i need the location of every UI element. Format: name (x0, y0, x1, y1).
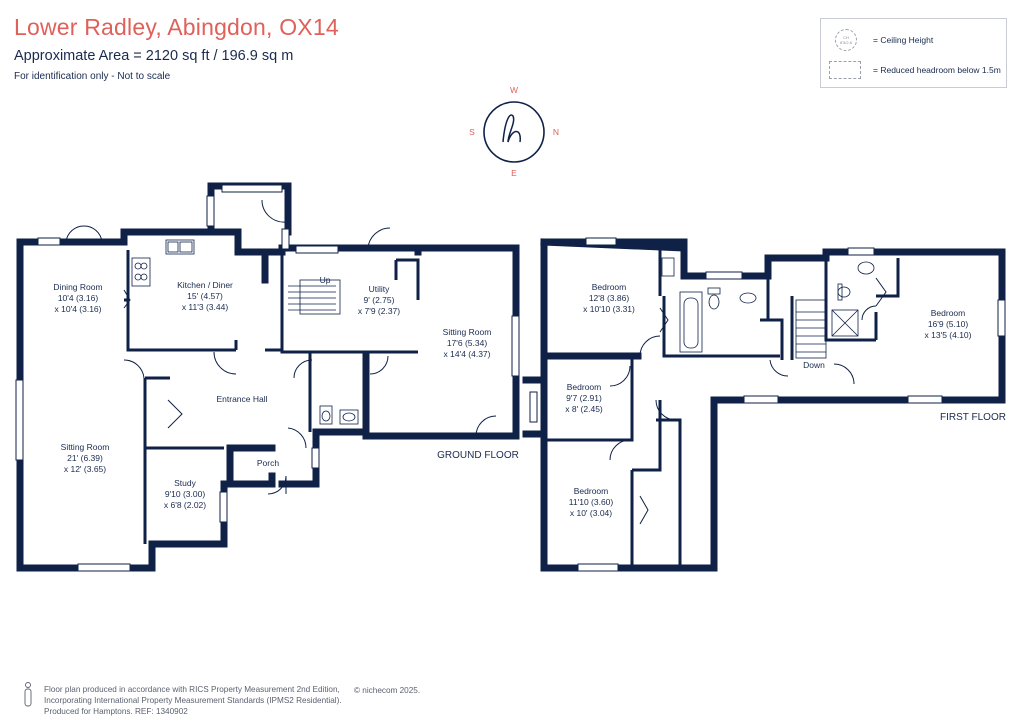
legend-reduced-label: = Reduced headroom below 1.5m (873, 65, 1001, 75)
room-hall-name: Entrance Hall (216, 394, 267, 404)
room-kitchen-name: Kitchen / Diner (177, 280, 233, 290)
first-floor-label: FIRST FLOOR (940, 412, 1006, 423)
room-kitchen-dim1: 15' (4.57) (187, 291, 223, 301)
identification-note: For identification only - Not to scale (14, 71, 171, 82)
room-porch-name: Porch (257, 458, 279, 468)
room-sitting-right-name: Sitting Room (443, 327, 492, 337)
footer-line-1: Floor plan produced in accordance with R… (44, 685, 340, 694)
footer-notes: Floor plan produced in accordance with R… (44, 684, 342, 717)
room-bed1-dim1: 12'8 (3.86) (589, 293, 630, 303)
room-bed2-dim1: 16'9 (5.10) (928, 319, 969, 329)
ground-floor-fixtures (131, 239, 359, 425)
reduced-headroom-icon (829, 61, 861, 79)
footer-line-2: Incorporating International Property Mea… (44, 696, 342, 705)
footer-credit: © nichecom 2025. (354, 686, 421, 695)
ground-floor-walls (16, 182, 520, 572)
room-bed4-dim1: 11'10 (3.60) (569, 497, 614, 507)
legend-reduced-row: = Reduced headroom below 1.5m (829, 61, 1001, 79)
approximate-area: Approximate Area = 2120 sq ft / 196.9 sq… (14, 48, 294, 64)
first-floor-fixtures (661, 257, 875, 359)
room-study-dim2: x 6'8 (2.02) (164, 500, 206, 510)
first-floor-walls (522, 238, 1006, 572)
room-dining-dim2: x 10'4 (3.16) (55, 304, 102, 314)
page-title: Lower Radley, Abingdon, OX14 (14, 14, 339, 40)
room-bed4-name: Bedroom (574, 486, 609, 496)
room-bed2-name: Bedroom (931, 308, 966, 318)
room-bed3-dim2: x 8' (2.45) (565, 404, 603, 414)
room-bed2-dim2: x 13'5 (4.10) (925, 330, 972, 340)
stairs-down-label: Down (803, 360, 825, 370)
person-scale-icon (24, 682, 32, 707)
compass-n: N (553, 127, 559, 137)
room-kitchen-dim2: x 11'3 (3.44) (182, 302, 229, 312)
compass-s: S (469, 127, 475, 137)
room-bed3-name: Bedroom (567, 382, 602, 392)
room-sitting-right-dim2: x 14'4 (4.37) (444, 349, 491, 359)
legend-ceiling-label: = Ceiling Height (873, 35, 934, 45)
room-sitting-left-dim1: 21' (6.39) (67, 453, 103, 463)
compass-w: W (510, 85, 518, 95)
first-floor-doors (609, 277, 887, 525)
room-sitting-left-name: Sitting Room (61, 442, 110, 452)
first-floor-labels: Bedroom 12'8 (3.86) x 10'10 (3.31) Bedro… (565, 282, 1006, 518)
stairs-up-label: Up (320, 275, 331, 285)
room-utility-dim2: x 7'9 (2.37) (358, 306, 400, 316)
compass-e: E (511, 168, 517, 178)
ground-floor-windows (15, 184, 520, 572)
room-sitting-right-dim1: 17'6 (5.34) (447, 338, 488, 348)
room-dining-name: Dining Room (53, 282, 102, 292)
room-bed1-name: Bedroom (592, 282, 627, 292)
room-study-dim1: 9'10 (3.00) (165, 489, 206, 499)
room-bed1-dim2: x 10'10 (3.31) (583, 304, 635, 314)
room-study-name: Study (174, 478, 196, 488)
ground-floor-label: GROUND FLOOR (437, 450, 519, 461)
footer-line-3: Produced for Hamptons. REF: 1340902 (44, 707, 188, 716)
room-dining-dim1: 10'4 (3.16) (58, 293, 99, 303)
first-floor-windows (529, 237, 1006, 572)
room-bed4-dim2: x 10' (3.04) (570, 508, 612, 518)
room-bed3-dim1: 9'7 (2.91) (566, 393, 602, 403)
ground-floor-labels: Dining Room 10'4 (3.16) x 10'4 (3.16) Ki… (53, 275, 518, 510)
compass-logo-icon (502, 114, 521, 143)
compass: W N E S (469, 85, 559, 178)
room-utility-name: Utility (369, 284, 391, 294)
room-utility-dim1: 9' (2.75) (364, 295, 395, 305)
room-sitting-left-dim2: x 12' (3.65) (64, 464, 106, 474)
ground-floor-doors (65, 199, 497, 495)
